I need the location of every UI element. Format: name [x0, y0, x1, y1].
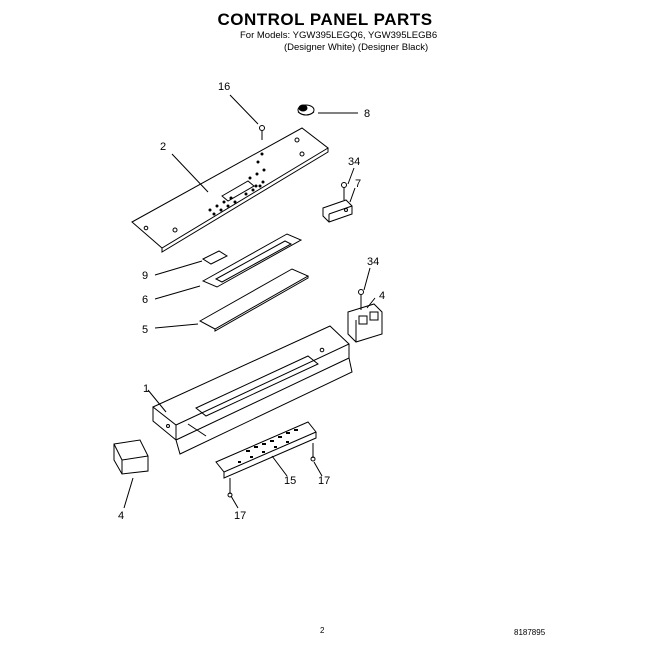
document-number: 8187895: [514, 628, 546, 637]
control-panel-face: [131, 127, 329, 253]
callout-6: 6: [142, 294, 148, 306]
callout-15: 15: [284, 475, 296, 487]
console-housing-1: [152, 325, 353, 455]
callout-16: 16: [218, 81, 230, 93]
callout-34-top: 34: [348, 156, 360, 168]
end-cap-4-left: [113, 439, 149, 475]
screw-17-left: [227, 478, 233, 498]
variants-line: (Designer White) (Designer Black): [284, 42, 429, 53]
callout-4-right: 4: [379, 290, 385, 302]
callout-7: 7: [355, 178, 361, 190]
gasket-6: [201, 233, 303, 288]
callout-2: 2: [160, 141, 166, 153]
page-title: CONTROL PANEL PARTS: [217, 10, 433, 29]
screw-17-right: [310, 443, 316, 462]
callout-4-left: 4: [118, 510, 124, 522]
circuit-board-15: [215, 421, 317, 479]
callout-17-left: 17: [234, 510, 246, 522]
bracket-7: [322, 199, 353, 223]
screw-34-right: [358, 289, 364, 310]
knob-8: [297, 104, 315, 116]
leader-lines: [123, 94, 376, 509]
callout-17-right: 17: [318, 475, 330, 487]
insert-9: [201, 250, 229, 265]
page-number: 2: [320, 626, 325, 635]
callout-34-right: 34: [367, 256, 379, 268]
screw-34-top: [341, 182, 347, 200]
bracket-4-right: [347, 303, 383, 343]
callout-9: 9: [142, 270, 148, 282]
callout-5: 5: [142, 324, 148, 336]
screw-16: [259, 125, 265, 140]
models-line: For Models: YGW395LEGQ6, YGW395LEGB6: [240, 30, 438, 41]
callout-1: 1: [143, 383, 149, 395]
overlay-5: [198, 268, 310, 332]
callout-8: 8: [364, 108, 370, 120]
